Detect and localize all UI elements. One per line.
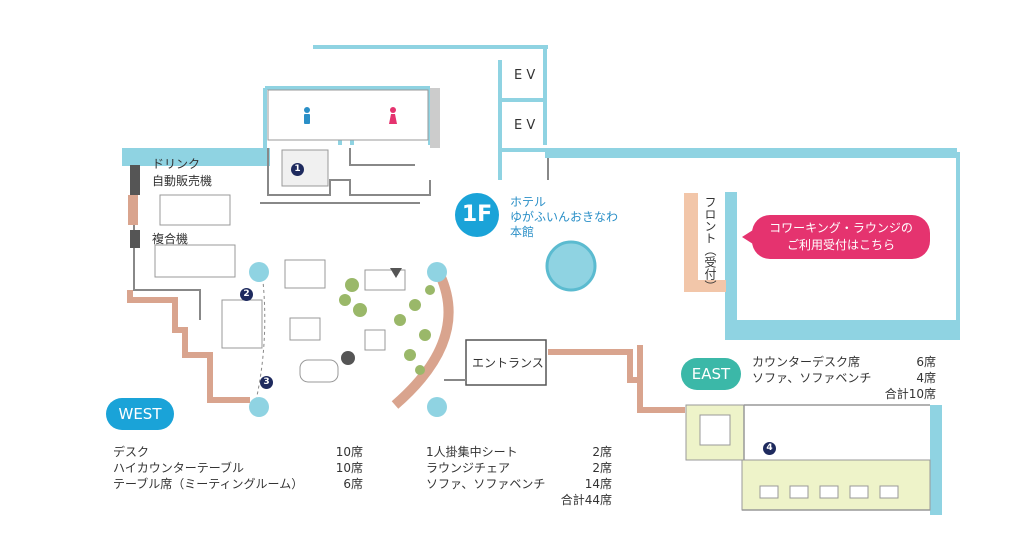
legend-value: 6席 <box>916 355 936 369</box>
marker-2[interactable]: 2 <box>240 288 253 301</box>
legend-label: テーブル席（ミーティングルーム） <box>113 477 304 491</box>
hotel-name-line-3: 本館 <box>510 225 535 239</box>
center-legend-row: 1人掛集中シート 2席 <box>426 444 612 460</box>
drink-label-line-2: 自動販売機 <box>152 174 213 188</box>
front-counter <box>684 280 726 292</box>
center-legend-total: 合計44席 <box>426 492 612 508</box>
columns <box>249 262 447 417</box>
legend-value: 10席 <box>335 445 363 459</box>
atrium-circle <box>545 240 597 292</box>
lounge-furniture <box>221 259 406 383</box>
center-legend-row: ソファ、ソファベンチ 14席 <box>426 476 612 492</box>
front-callout-line-2: ご利用受付はこちら <box>786 238 895 252</box>
dashed-boundary <box>254 271 266 406</box>
front-label: フロント（受付） <box>703 196 717 292</box>
legend-label: カウンターデスク席 <box>752 355 861 369</box>
wall-block <box>725 320 960 340</box>
west-tables <box>154 194 236 278</box>
marker-4[interactable]: 4 <box>763 442 776 455</box>
front-callout[interactable]: コワーキング・ラウンジの ご利用受付はこちら <box>752 215 930 259</box>
floor-badge: 1F <box>455 193 499 237</box>
west-zone <box>127 290 250 403</box>
west-legend-row: デスク 10席 <box>113 444 363 460</box>
east-counter-seats <box>759 485 899 499</box>
female-restroom-icon <box>389 107 397 124</box>
east-legend-row: ソファ、ソファベンチ 4席 <box>752 370 936 386</box>
front-callout-line-1: コワーキング・ラウンジの <box>769 221 913 235</box>
west-legend-row: テーブル席（ミーティングルーム） 6席 <box>113 476 363 492</box>
east-desk <box>699 414 731 446</box>
drink-label-line-1: ドリンク <box>152 157 201 171</box>
wall-block <box>930 405 942 515</box>
legend-value: 6席 <box>343 477 363 491</box>
legend-label: ハイカウンターテーブル <box>113 461 245 475</box>
east-badge: EAST <box>681 358 741 390</box>
east-walls <box>742 404 930 511</box>
legend-value: 2席 <box>592 461 612 475</box>
legend-total: 合計44席 <box>560 493 612 507</box>
wall-block <box>122 148 270 166</box>
legend-label: デスク <box>113 445 150 459</box>
male-restroom-icon <box>304 107 310 124</box>
wall-block <box>545 148 957 158</box>
plants <box>339 278 435 375</box>
hotel-name-line-2: ゆがふいんおきなわ <box>510 210 619 224</box>
legend-value: 14席 <box>584 477 612 491</box>
marker-1[interactable]: 1 <box>291 163 304 176</box>
ev-label-2: E V <box>514 118 536 133</box>
wall-block <box>430 88 440 148</box>
legend-label: 1人掛集中シート <box>426 445 518 459</box>
east-legend-total: 合計10席 <box>752 386 936 402</box>
legend-label: ソファ、ソファベンチ <box>426 477 546 491</box>
ev-label-1: E V <box>514 68 536 83</box>
legend-total: 合計10席 <box>884 387 936 401</box>
wall-block <box>725 192 737 322</box>
entrance-label: エントランス <box>472 356 544 370</box>
entrance-walls <box>548 345 685 413</box>
brick-wall <box>128 195 138 225</box>
copier <box>130 230 140 248</box>
down-arrow-icon <box>390 268 402 278</box>
column <box>341 351 355 365</box>
vending-machine <box>130 165 140 195</box>
east-floor <box>741 459 931 511</box>
west-legend: デスク 10席 ハイカウンターテーブル 10席 テーブル席（ミーティングルーム） 6席 <box>113 444 363 492</box>
copier-label: 複合機 <box>152 232 189 246</box>
interior-walls <box>133 148 549 320</box>
center-legend-row: ラウンジチェア 2席 <box>426 460 612 476</box>
entrance-box <box>465 339 547 386</box>
legend-label: ソファ、ソファベンチ <box>752 371 872 385</box>
callout-pointer <box>742 230 753 244</box>
legend-value: 4席 <box>916 371 936 385</box>
east-legend: カウンターデスク席 6席 ソファ、ソファベンチ 4席 合計10席 <box>752 354 936 402</box>
west-legend-row: ハイカウンターテーブル 10席 <box>113 460 363 476</box>
center-legend: 1人掛集中シート 2席 ラウンジチェア 2席 ソファ、ソファベンチ 14席 合計44席 <box>426 444 612 508</box>
legend-value: 10席 <box>335 461 363 475</box>
restroom-area <box>267 89 429 141</box>
legend-label: ラウンジチェア <box>426 461 511 475</box>
east-legend-row: カウンターデスク席 6席 <box>752 354 936 370</box>
marker-3[interactable]: 3 <box>260 376 273 389</box>
meeting-table <box>281 149 329 187</box>
curved-wall <box>391 272 454 409</box>
front-counter <box>684 193 698 290</box>
hotel-name-line-1: ホテル <box>510 195 547 209</box>
west-badge: WEST <box>106 398 174 430</box>
legend-value: 2席 <box>592 445 612 459</box>
